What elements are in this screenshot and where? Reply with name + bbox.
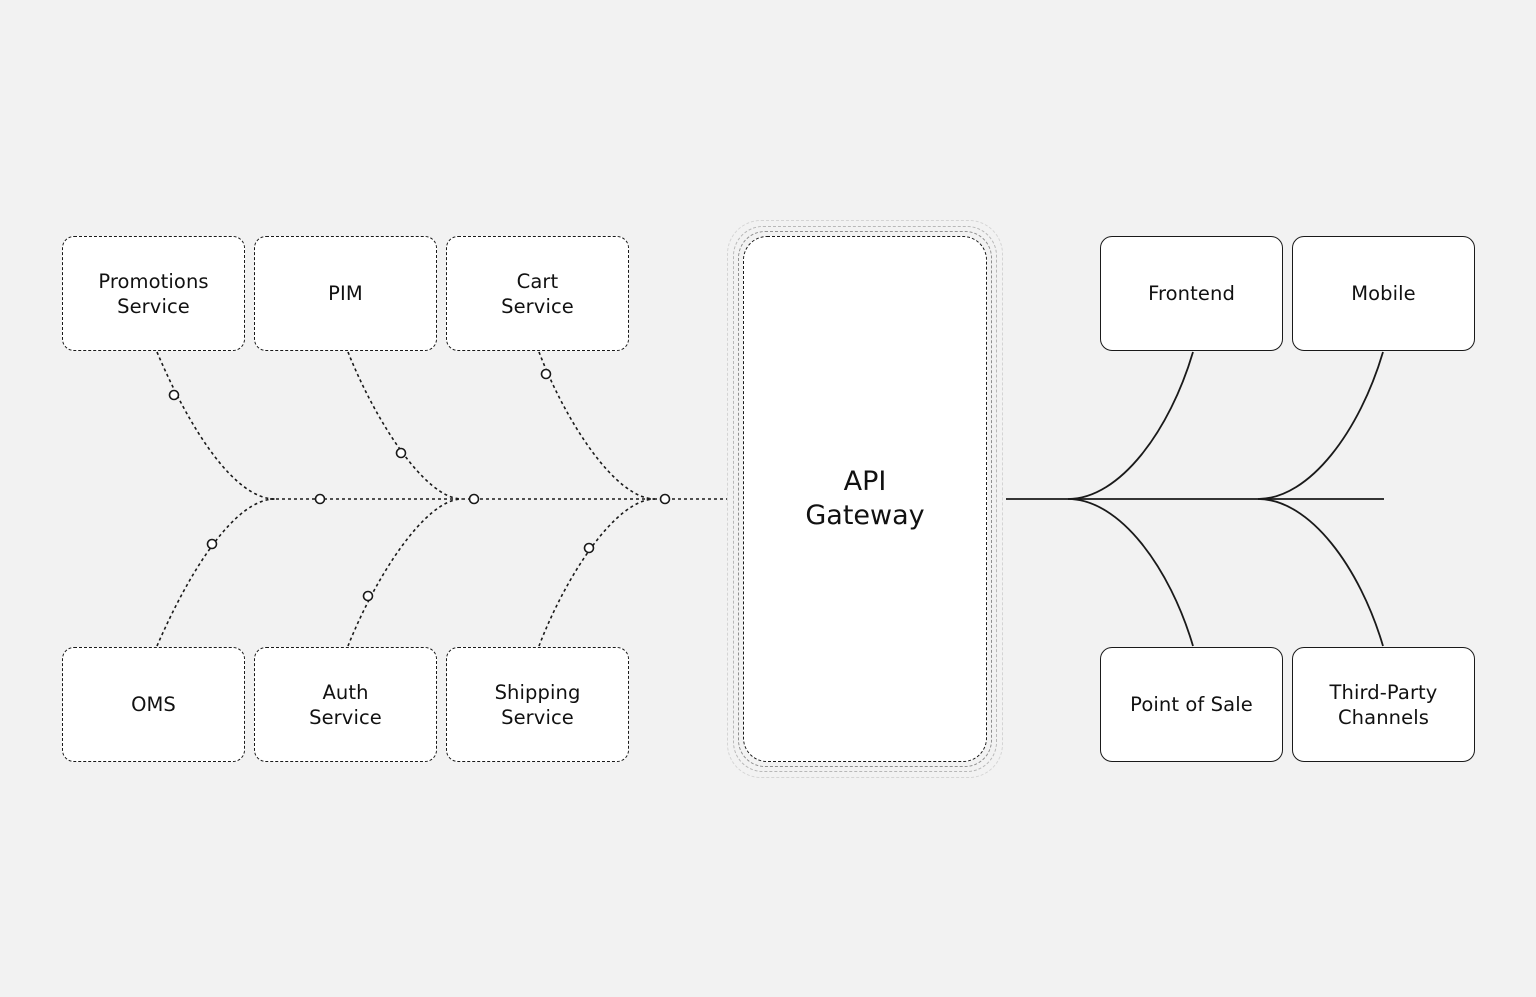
- point-of-sale-box: Point of Sale: [1100, 647, 1283, 762]
- pim-connector-dot: [395, 447, 407, 459]
- oms-connector-dot: [206, 538, 218, 550]
- spine-connector-dot-3: [659, 493, 671, 505]
- pim-branch-line: [347, 351, 463, 500]
- mobile-box: Mobile: [1292, 236, 1475, 351]
- shipping-service-box: Shipping Service: [446, 647, 629, 762]
- pos-branch-line: [1067, 498, 1194, 647]
- mobile-branch-line: [1257, 351, 1384, 500]
- frontend-box: Frontend: [1100, 236, 1283, 351]
- cart-service-box: Cart Service: [446, 236, 629, 351]
- cart-connector-dot: [540, 368, 552, 380]
- auth-branch-line: [347, 498, 463, 647]
- oms-box: OMS: [62, 647, 245, 762]
- cart-branch-line: [538, 351, 656, 500]
- shipping-connector-dot: [583, 542, 595, 554]
- api-gateway-box: API Gateway: [743, 236, 987, 762]
- spine-connector-dot-2: [468, 493, 480, 505]
- third-party-branch-line: [1257, 498, 1384, 647]
- promotions-branch-line: [156, 351, 276, 500]
- oms-branch-line: [156, 498, 276, 647]
- promotions-service-box: Promotions Service: [62, 236, 245, 351]
- auth-service-box: Auth Service: [254, 647, 437, 762]
- promotions-connector-dot: [168, 389, 180, 401]
- third-party-channels-box: Third-Party Channels: [1292, 647, 1475, 762]
- pim-box: PIM: [254, 236, 437, 351]
- auth-connector-dot: [362, 590, 374, 602]
- frontend-branch-line: [1067, 351, 1194, 500]
- shipping-branch-line: [538, 498, 656, 647]
- spine-connector-dot-1: [314, 493, 326, 505]
